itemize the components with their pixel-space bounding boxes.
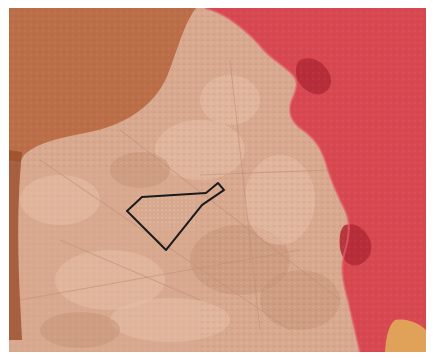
zone-edge-highlight [385,319,426,352]
field-track [59,239,201,301]
parcel-field-texture [135,195,195,230]
agricultural-zone-overlay-left-strip [9,150,22,340]
protected-zone-texture [200,8,426,352]
agricultural-zone-texture [9,8,199,168]
parcel-outline[interactable] [126,182,225,251]
